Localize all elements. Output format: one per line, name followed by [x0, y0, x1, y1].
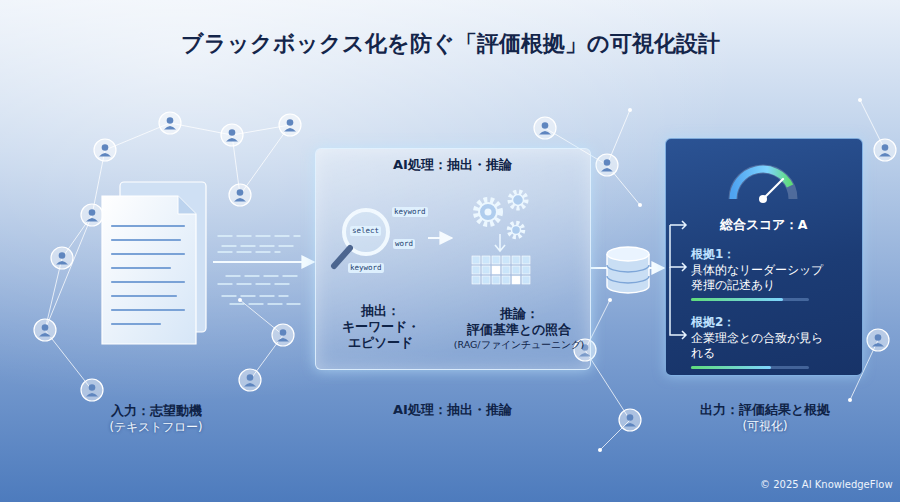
evidence-body: 企業理念との合致が見られる	[691, 331, 823, 362]
io-label: AI処理：抽出・推論	[316, 401, 589, 419]
input-document: 入力：志望動機(テキストフロー)	[98, 178, 213, 346]
code-keyword: select	[350, 226, 381, 236]
score-bar-fill	[691, 298, 783, 301]
ai-process-box: AI処理：抽出・推論AI処理：抽出・推論抽出：キーワード・エピソード推論：評価基…	[315, 148, 591, 370]
score-bar	[691, 298, 809, 301]
database-icon	[607, 247, 649, 293]
evidence-body: 具体的なリーダーシップ発揮の記述あり	[691, 263, 823, 294]
io-sublabel: (テキストフロー)	[56, 420, 256, 435]
io-label: 入力：志望動機	[56, 402, 256, 420]
code-keyword: word	[393, 239, 415, 249]
step-body: キーワード・エピソード	[341, 319, 421, 351]
step-body: 評価基準との照合	[467, 322, 571, 338]
step-note: (RAG/ファインチューニング)	[454, 338, 585, 351]
step-heading: 推論：	[500, 306, 539, 322]
code-keyword: keyword	[348, 263, 384, 273]
step-heading: 抽出：	[361, 303, 400, 319]
io-label: 出力：評価結果と根拠	[646, 401, 884, 419]
output-panel: 総合スコア：A出力：評価結果と根拠(可視化)根拠1：具体的なリーダーシップ発揮の…	[665, 138, 863, 376]
diagram-title: ブラックボックス化を防ぐ「評価根拠」の可視化設計	[0, 29, 900, 59]
evidence-heading: 根拠2：	[691, 315, 841, 331]
evidence-item: 根拠2：企業理念との合致が見られる	[691, 315, 841, 369]
code-keyword: keyword	[392, 207, 428, 217]
score-label: 総合スコア：A	[666, 217, 861, 234]
box-heading: AI処理：抽出・推論	[316, 156, 589, 174]
score-bar	[691, 366, 809, 369]
flow-arrow	[213, 261, 314, 263]
score-bar-fill	[691, 366, 771, 369]
evidence-heading: 根拠1：	[691, 247, 841, 263]
inference-step: 推論：評価基準との照合(RAG/ファインチューニング)	[453, 186, 585, 351]
evidence-item: 根拠1：具体的なリーダーシップ発揮の記述あり	[691, 247, 841, 301]
io-sublabel: (可視化)	[646, 419, 884, 434]
copyright: © 2025 AI KnowledgeFlow	[760, 479, 893, 490]
